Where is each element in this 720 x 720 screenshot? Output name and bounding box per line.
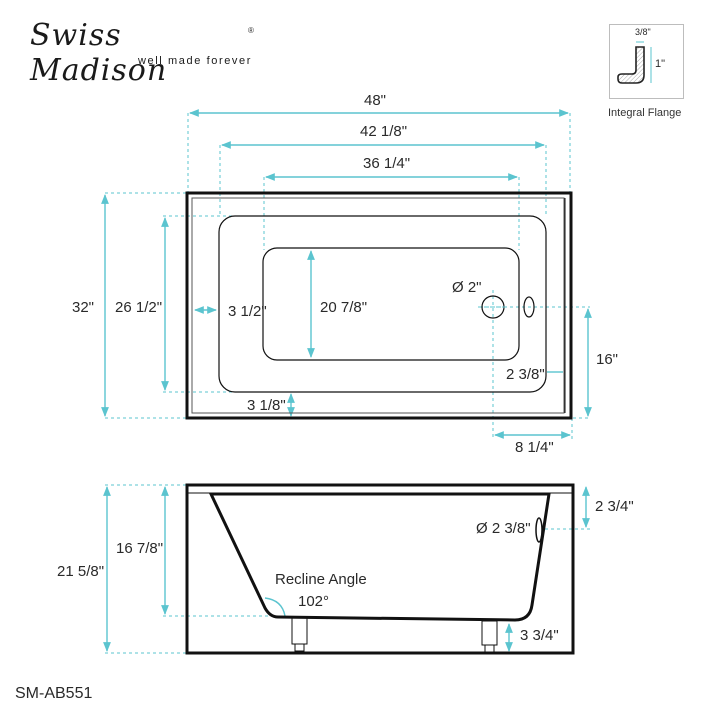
bottom-length-label: 36 1/4" (363, 155, 411, 172)
overall-width-label: 32" (72, 299, 95, 316)
model-number: SM-AB551 (15, 685, 93, 702)
flange-caption: Integral Flange (608, 107, 682, 119)
brand-logo: Swiss Madison ® well made forever (30, 18, 260, 88)
flange-detail-box: 3/8" 1" (609, 24, 684, 99)
flange-height-label: 1" (655, 58, 666, 70)
brand-tagline: well made forever (138, 55, 253, 67)
rim-inner-width-label: 26 1/2" (115, 299, 163, 316)
interior-depth-label: 16 7/8" (116, 540, 164, 557)
end-rim-label: 2 3/8" (506, 366, 545, 383)
registered-mark: ® (248, 26, 254, 35)
rim-inner-length-label: 42 1/8" (360, 123, 408, 140)
recline-angle-value: 102° (298, 593, 330, 610)
brand-name: Swiss Madison (30, 18, 168, 88)
front-rim-label: 3 1/8" (247, 397, 286, 414)
flange-width-label: 3/8" (635, 27, 651, 37)
overflow-diameter-label: Ø 2 3/8" (476, 520, 531, 537)
side-rim-label: 3 1/2" (228, 303, 267, 320)
overflow-from-top-label: 2 3/4" (595, 498, 634, 515)
leg-height-label: 3 3/4" (520, 627, 559, 644)
drain-from-front-label: 16" (596, 351, 619, 368)
drain-diameter-label: Ø 2" (452, 279, 482, 296)
overall-height-label: 21 5/8" (57, 563, 105, 580)
drain-from-end-label: 8 1/4" (515, 439, 554, 456)
bottom-width-label: 20 7/8" (320, 299, 368, 316)
flange-profile-icon (617, 41, 652, 84)
overall-length-label: 48" (364, 92, 387, 109)
recline-angle-caption: Recline Angle (275, 571, 367, 588)
